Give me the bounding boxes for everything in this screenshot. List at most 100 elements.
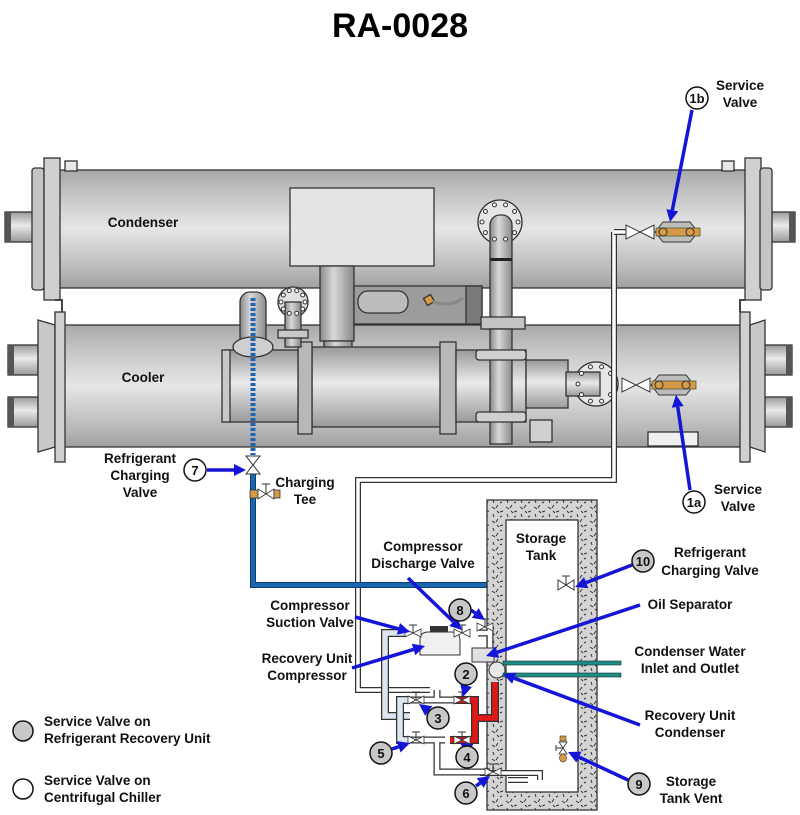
valve-icon	[453, 691, 471, 705]
marker-1a: 1a	[682, 490, 706, 514]
label-1b-line1: Service	[716, 78, 765, 93]
svg-text:6: 6	[462, 786, 469, 801]
label-7-line2: Charging	[110, 468, 169, 483]
bolt-icon	[587, 398, 593, 404]
refrigerant-charging-valve-10[interactable]	[557, 575, 575, 591]
callout-arrow	[406, 576, 462, 630]
svg-text:1a: 1a	[687, 495, 702, 510]
label-suction-valve-line1: Compressor	[270, 598, 350, 613]
marker-5: 5	[369, 741, 393, 765]
storage-tank-vent-9[interactable]	[555, 735, 568, 763]
callout-arrow	[568, 751, 629, 782]
label-ru-compressor-line2: Compressor	[267, 668, 347, 683]
bolt-icon	[286, 310, 292, 316]
callout-arrow	[575, 563, 633, 589]
bolt-icon	[300, 306, 306, 312]
recovery-unit-condenser[interactable]	[488, 661, 506, 679]
recovery-piping	[410, 625, 494, 776]
refrigerant-charging-valve-7[interactable]	[244, 455, 262, 475]
label-condenser-water-line2: Inlet and Outlet	[641, 661, 740, 676]
cooler-label: Cooler	[122, 370, 166, 385]
label-charging-tee-line1: Charging	[275, 475, 334, 490]
bolt-icon	[300, 292, 306, 298]
bolt-icon	[503, 202, 509, 208]
marker-1b: 1b	[685, 86, 709, 110]
label-discharge-valve-line2: Discharge Valve	[371, 556, 475, 571]
svg-text:1b: 1b	[689, 91, 704, 106]
bolt-icon	[503, 236, 509, 242]
charging-tee[interactable]	[249, 483, 281, 500]
bolt-icon	[302, 299, 308, 305]
label-1a-line1: Service	[714, 482, 763, 497]
label-10-line1: Refrigerant	[674, 545, 747, 560]
bolt-icon	[515, 219, 521, 225]
marker-3: 3	[426, 706, 450, 730]
svg-text:7: 7	[191, 463, 198, 478]
valve-icon	[407, 731, 425, 745]
label-ru-condenser-line2: Condenser	[655, 725, 726, 740]
storage-tank	[486, 499, 598, 811]
condenser-label: Condenser	[108, 215, 179, 230]
valve-icon	[453, 624, 471, 638]
label-10-line2: Charging Valve	[661, 563, 759, 578]
marker-4: 4	[455, 745, 479, 769]
bolt-icon	[286, 288, 292, 294]
bolt-icon	[512, 208, 518, 214]
valve-icon	[404, 624, 422, 638]
storage-tank-label-1: Storage	[516, 531, 567, 546]
bolt-icon	[599, 364, 605, 370]
callout-arrow	[351, 643, 425, 670]
label-ru-condenser-line1: Recovery Unit	[645, 708, 736, 723]
recovery-valves	[404, 618, 502, 777]
bolt-icon	[482, 208, 488, 214]
bolt-icon	[599, 398, 605, 404]
service-valve-1a[interactable]	[621, 374, 697, 396]
marker-8: 8	[448, 598, 472, 622]
legend-item-centrifugal-chiller: Service Valve on Centrifugal Chiller	[12, 773, 162, 805]
label-9-line2: Tank Vent	[660, 791, 723, 806]
svg-text:9: 9	[635, 777, 642, 792]
callout-arrow	[391, 741, 410, 753]
callout-arrow	[671, 395, 692, 491]
recovery-suction-piping	[381, 629, 410, 744]
service-valve-1b[interactable]	[625, 221, 701, 243]
legend: Service Valve on Refrigerant Recovery Un…	[12, 714, 211, 805]
svg-text:5: 5	[377, 746, 384, 761]
svg-text:Refrigerant Recovery Unit: Refrigerant Recovery Unit	[44, 731, 211, 746]
svg-text:10: 10	[636, 554, 650, 569]
callout-arrows	[207, 109, 694, 788]
bolt-icon	[294, 288, 300, 294]
callout-arrow	[207, 464, 246, 476]
bolt-icon	[491, 202, 497, 208]
callout-arrow	[666, 109, 694, 222]
marker-10: 10	[631, 549, 655, 573]
bolt-icon	[482, 230, 488, 236]
bolt-icon	[280, 292, 286, 298]
label-1a-line2: Valve	[721, 499, 756, 514]
callout-arrow	[503, 672, 641, 727]
bolt-icon	[587, 364, 593, 370]
valve-icon	[484, 763, 502, 777]
bolt-icon	[294, 310, 300, 316]
label-oil-separator: Oil Separator	[648, 597, 734, 612]
bolt-icon	[280, 306, 286, 312]
bolt-icon	[578, 392, 584, 398]
svg-text:3: 3	[434, 711, 441, 726]
legend-white-circle-icon	[12, 778, 34, 800]
bolt-icon	[491, 236, 497, 242]
svg-text:2: 2	[462, 667, 469, 682]
marker-6: 6	[454, 781, 478, 805]
charging-line	[251, 474, 505, 587]
condenser-water-lines	[502, 660, 622, 678]
marker-2: 2	[454, 662, 478, 686]
legend-gray-circle-icon	[12, 720, 34, 742]
diagram-title: RA-0028	[332, 7, 468, 45]
label-7-line3: Valve	[123, 485, 158, 500]
callout-arrow	[354, 615, 410, 635]
storage-tank-label-2: Tank	[526, 548, 557, 563]
bolt-icon	[575, 381, 581, 387]
label-ru-compressor-line1: Recovery Unit	[262, 651, 353, 666]
bolt-icon	[578, 370, 584, 376]
svg-text:Centrifugal Chiller: Centrifugal Chiller	[44, 790, 162, 805]
